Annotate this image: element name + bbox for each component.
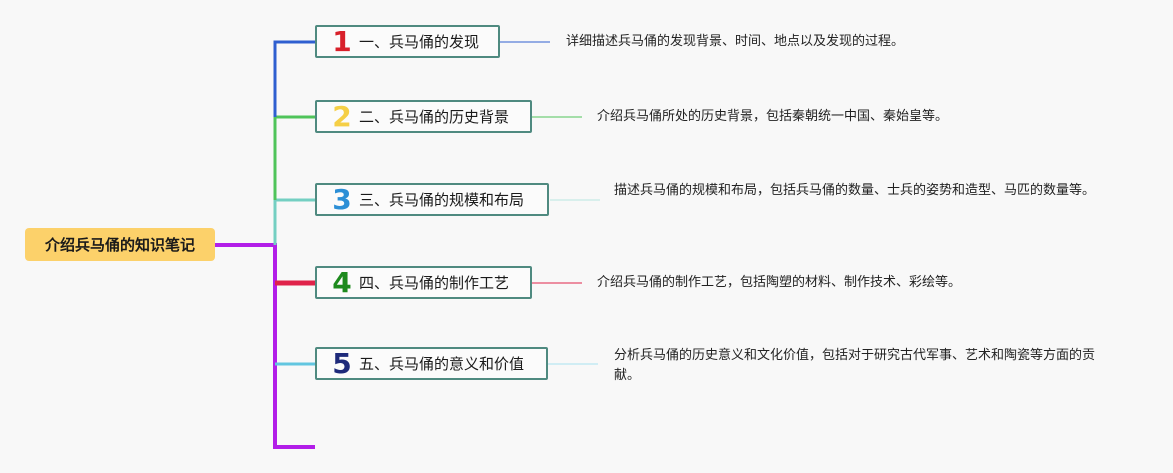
branch-title: 一、兵马俑的发现 [359,33,480,51]
branch-description-2: 介绍兵马俑所处的历史背景，包括秦朝统一中国、秦始皇等。 [597,109,949,124]
root-topic[interactable]: 介绍兵马俑的知识笔记 [25,228,215,261]
number-4-icon: 4 [332,265,352,299]
branch-line-3 [273,198,315,245]
branch-description-3: 描述兵马俑的规模和布局，包括兵马俑的数量、士兵的姿势和造型、马匹的数量等。 [614,183,1096,198]
branch-description-5: 分析兵马俑的历史意义和文化价值，包括对于研究古代军事、艺术和陶瓷等方面的贡献。 [614,348,1096,383]
branch-node-3[interactable]: 3 三、兵马俑的规模和布局 [315,183,549,216]
branch-node-1[interactable]: 1 一、兵马俑的发现 [315,25,500,58]
trunk-from-root [215,243,315,449]
branch-line-1 [273,40,315,245]
number-1-icon: 1 [332,24,352,58]
branch-title: 二、兵马俑的历史背景 [359,108,510,126]
branch-line-2 [273,115,315,245]
number-3-icon: 3 [332,182,352,216]
branch-description-1: 详细描述兵马俑的发现背景、时间、地点以及发现的过程。 [566,34,905,49]
branch-description-4: 介绍兵马俑的制作工艺，包括陶塑的材料、制作技术、彩绘等。 [597,275,962,290]
number-5-icon: 5 [332,346,352,380]
branch-title: 四、兵马俑的制作工艺 [359,274,510,292]
branch-node-2[interactable]: 2 二、兵马俑的历史背景 [315,100,532,133]
number-2-icon: 2 [332,99,352,133]
branch-node-5[interactable]: 5 五、兵马俑的意义和价值 [315,347,548,380]
branch-node-4[interactable]: 4 四、兵马俑的制作工艺 [315,266,532,299]
branch-title: 五、兵马俑的意义和价值 [359,355,525,373]
branch-title: 三、兵马俑的规模和布局 [359,191,525,209]
